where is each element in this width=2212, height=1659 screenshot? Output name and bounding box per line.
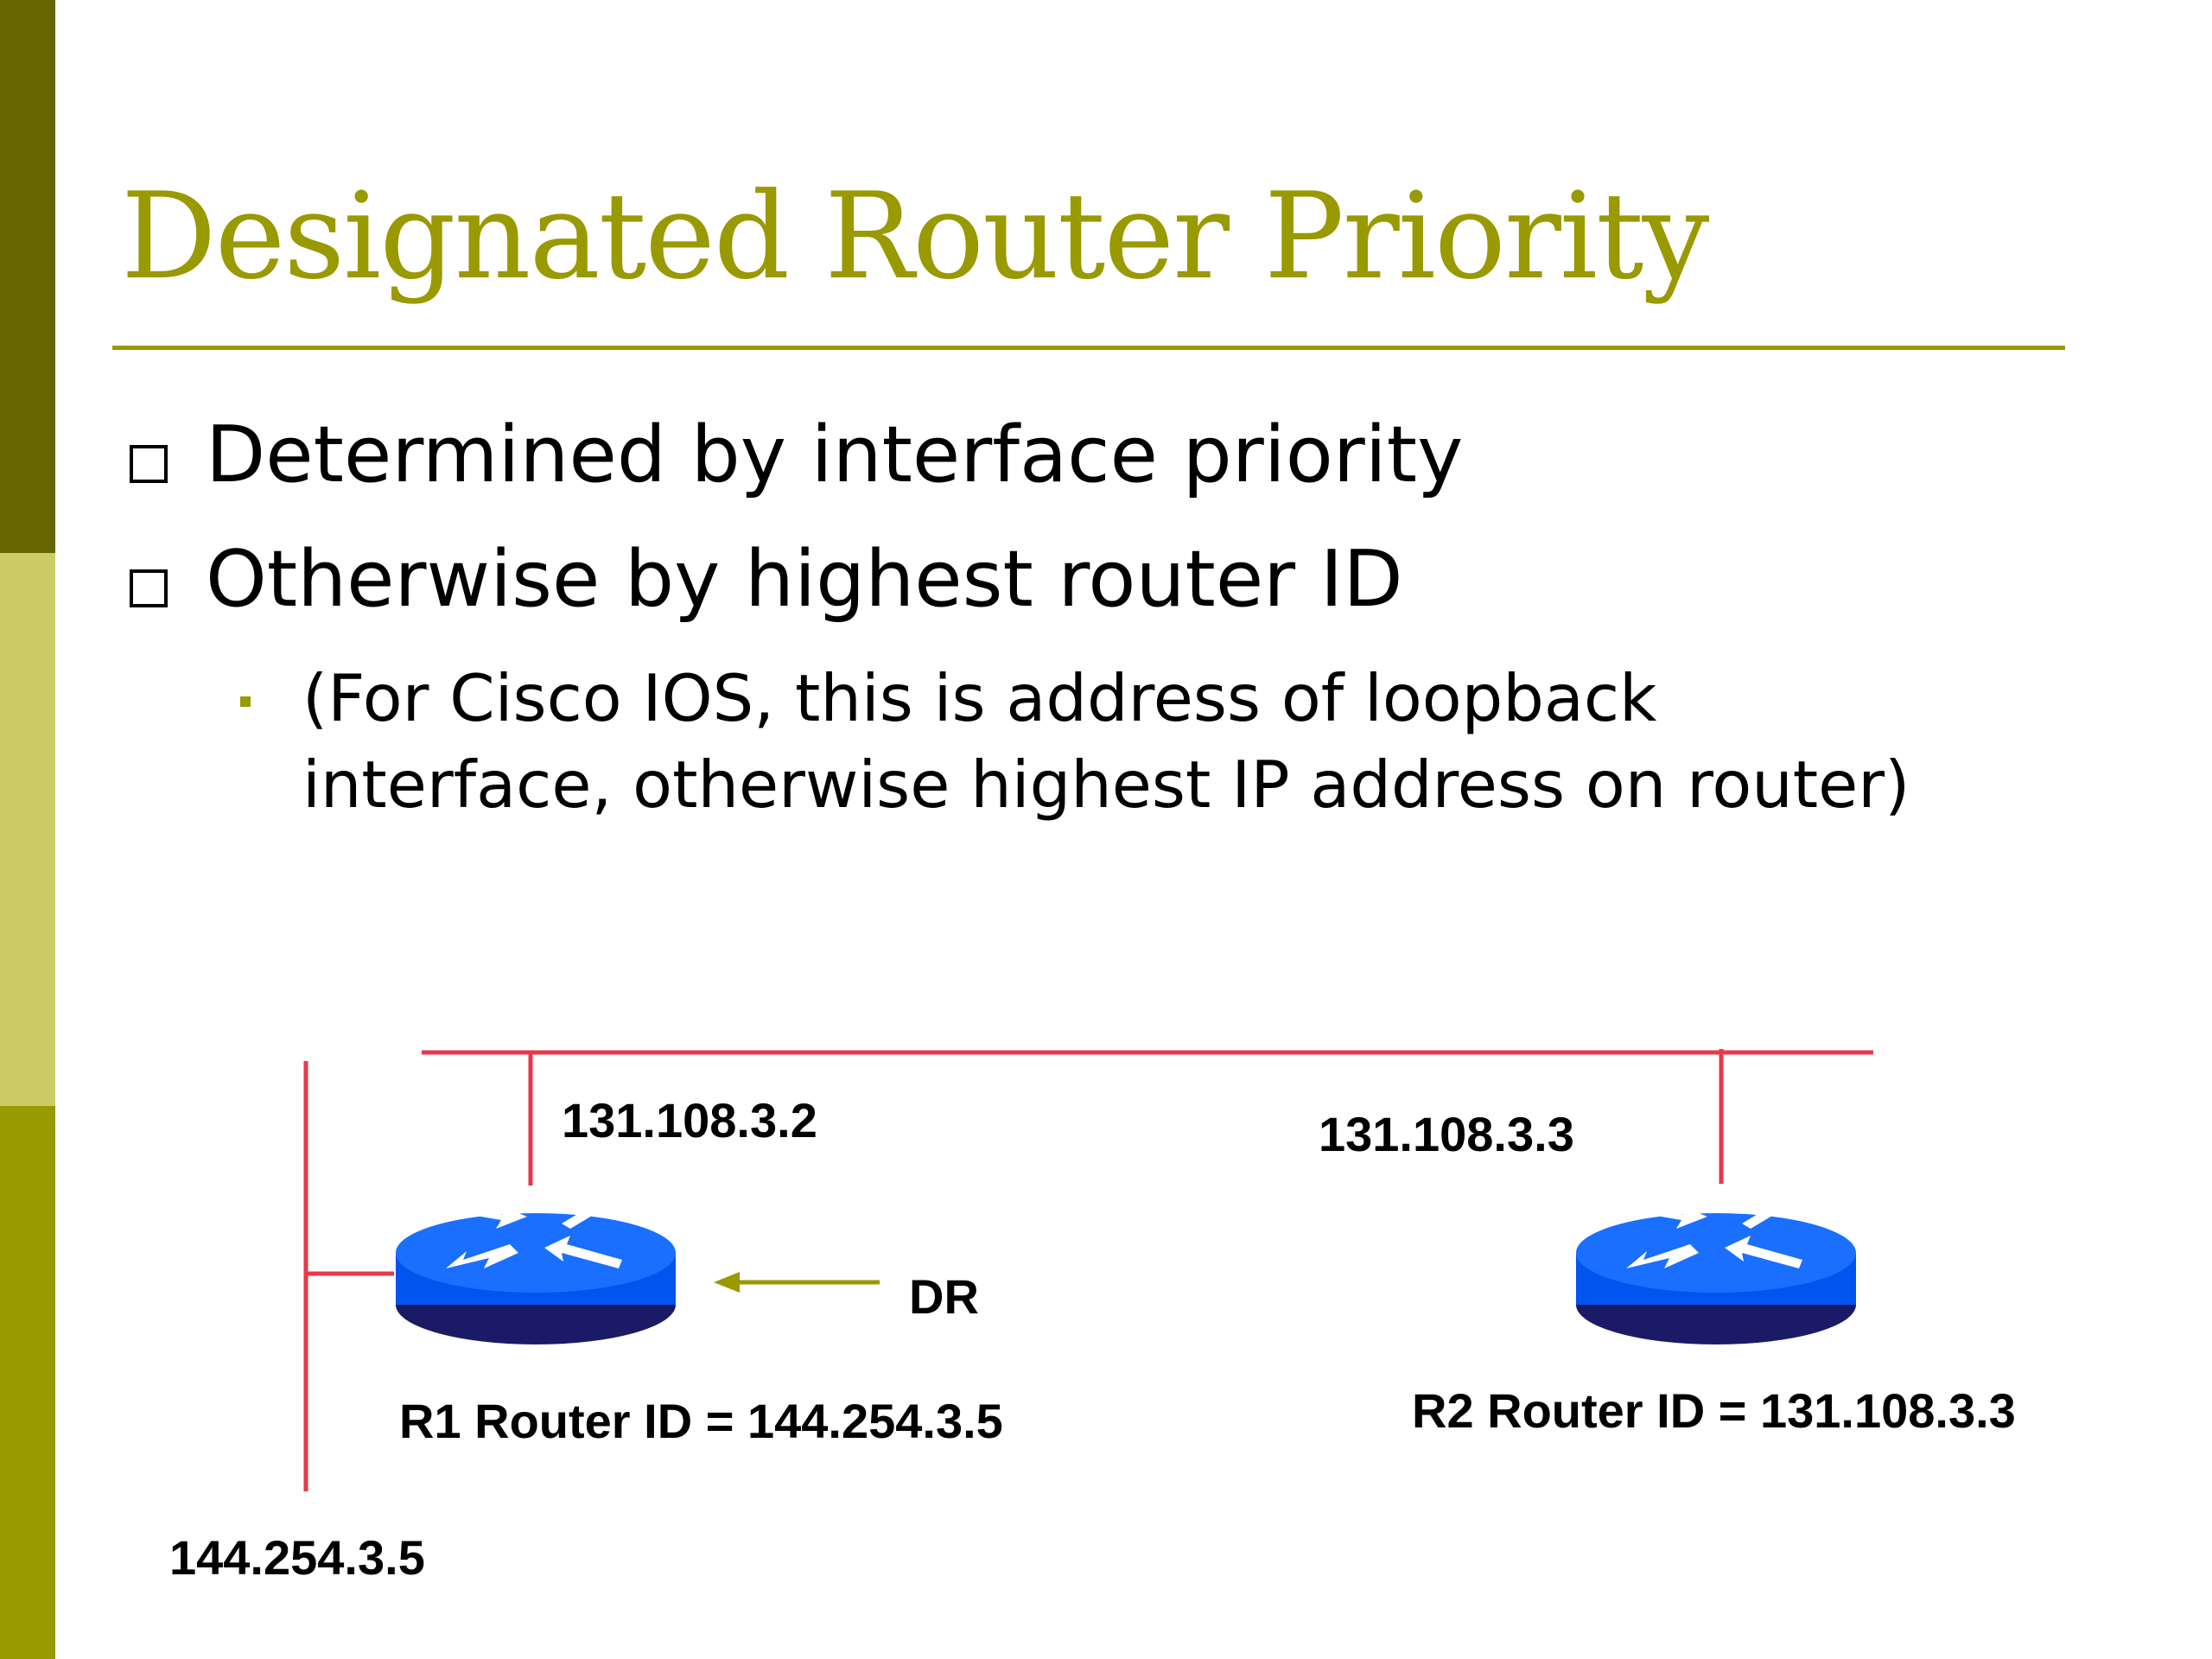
r2-interface-ip-label: 131.108.3.3 <box>1319 1107 1574 1161</box>
slide-title: Designated Router Priority <box>121 167 1709 306</box>
side-bar-bottom <box>0 1106 55 1659</box>
sub-bullet-square-icon <box>240 696 251 707</box>
side-bar-top <box>0 0 55 553</box>
bullet-item-1: Determined by interface priority <box>130 416 1463 494</box>
r1-interface-ip-label: 131.108.3.2 <box>562 1093 817 1147</box>
title-underline <box>112 346 2065 350</box>
router-r1-icon <box>396 1196 676 1344</box>
bullet-box-icon <box>130 569 168 607</box>
bullet-item-2: Otherwise by highest router ID <box>130 541 1403 619</box>
r2-router-id-caption: R2 Router ID = 131.108.3.3 <box>1412 1383 2016 1438</box>
dr-pointer-arrow-icon <box>714 1272 880 1293</box>
network-links <box>303 1049 1873 1491</box>
bullet-text-1: Determined by interface priority <box>206 410 1464 500</box>
dr-label: DR <box>909 1269 979 1324</box>
sub-bullet-text: (For Cisco IOS, this is address of loopb… <box>302 660 1910 823</box>
r1-router-id-caption: R1 Router ID = 144.254.3.5 <box>399 1394 1003 1448</box>
bullet-text-2: Otherwise by highest router ID <box>206 534 1403 625</box>
side-bar-middle <box>0 553 55 1106</box>
loopback-ip-label: 144.254.3.5 <box>169 1530 425 1585</box>
router-r2-icon <box>1576 1196 1856 1344</box>
bullet-box-icon <box>130 445 168 483</box>
